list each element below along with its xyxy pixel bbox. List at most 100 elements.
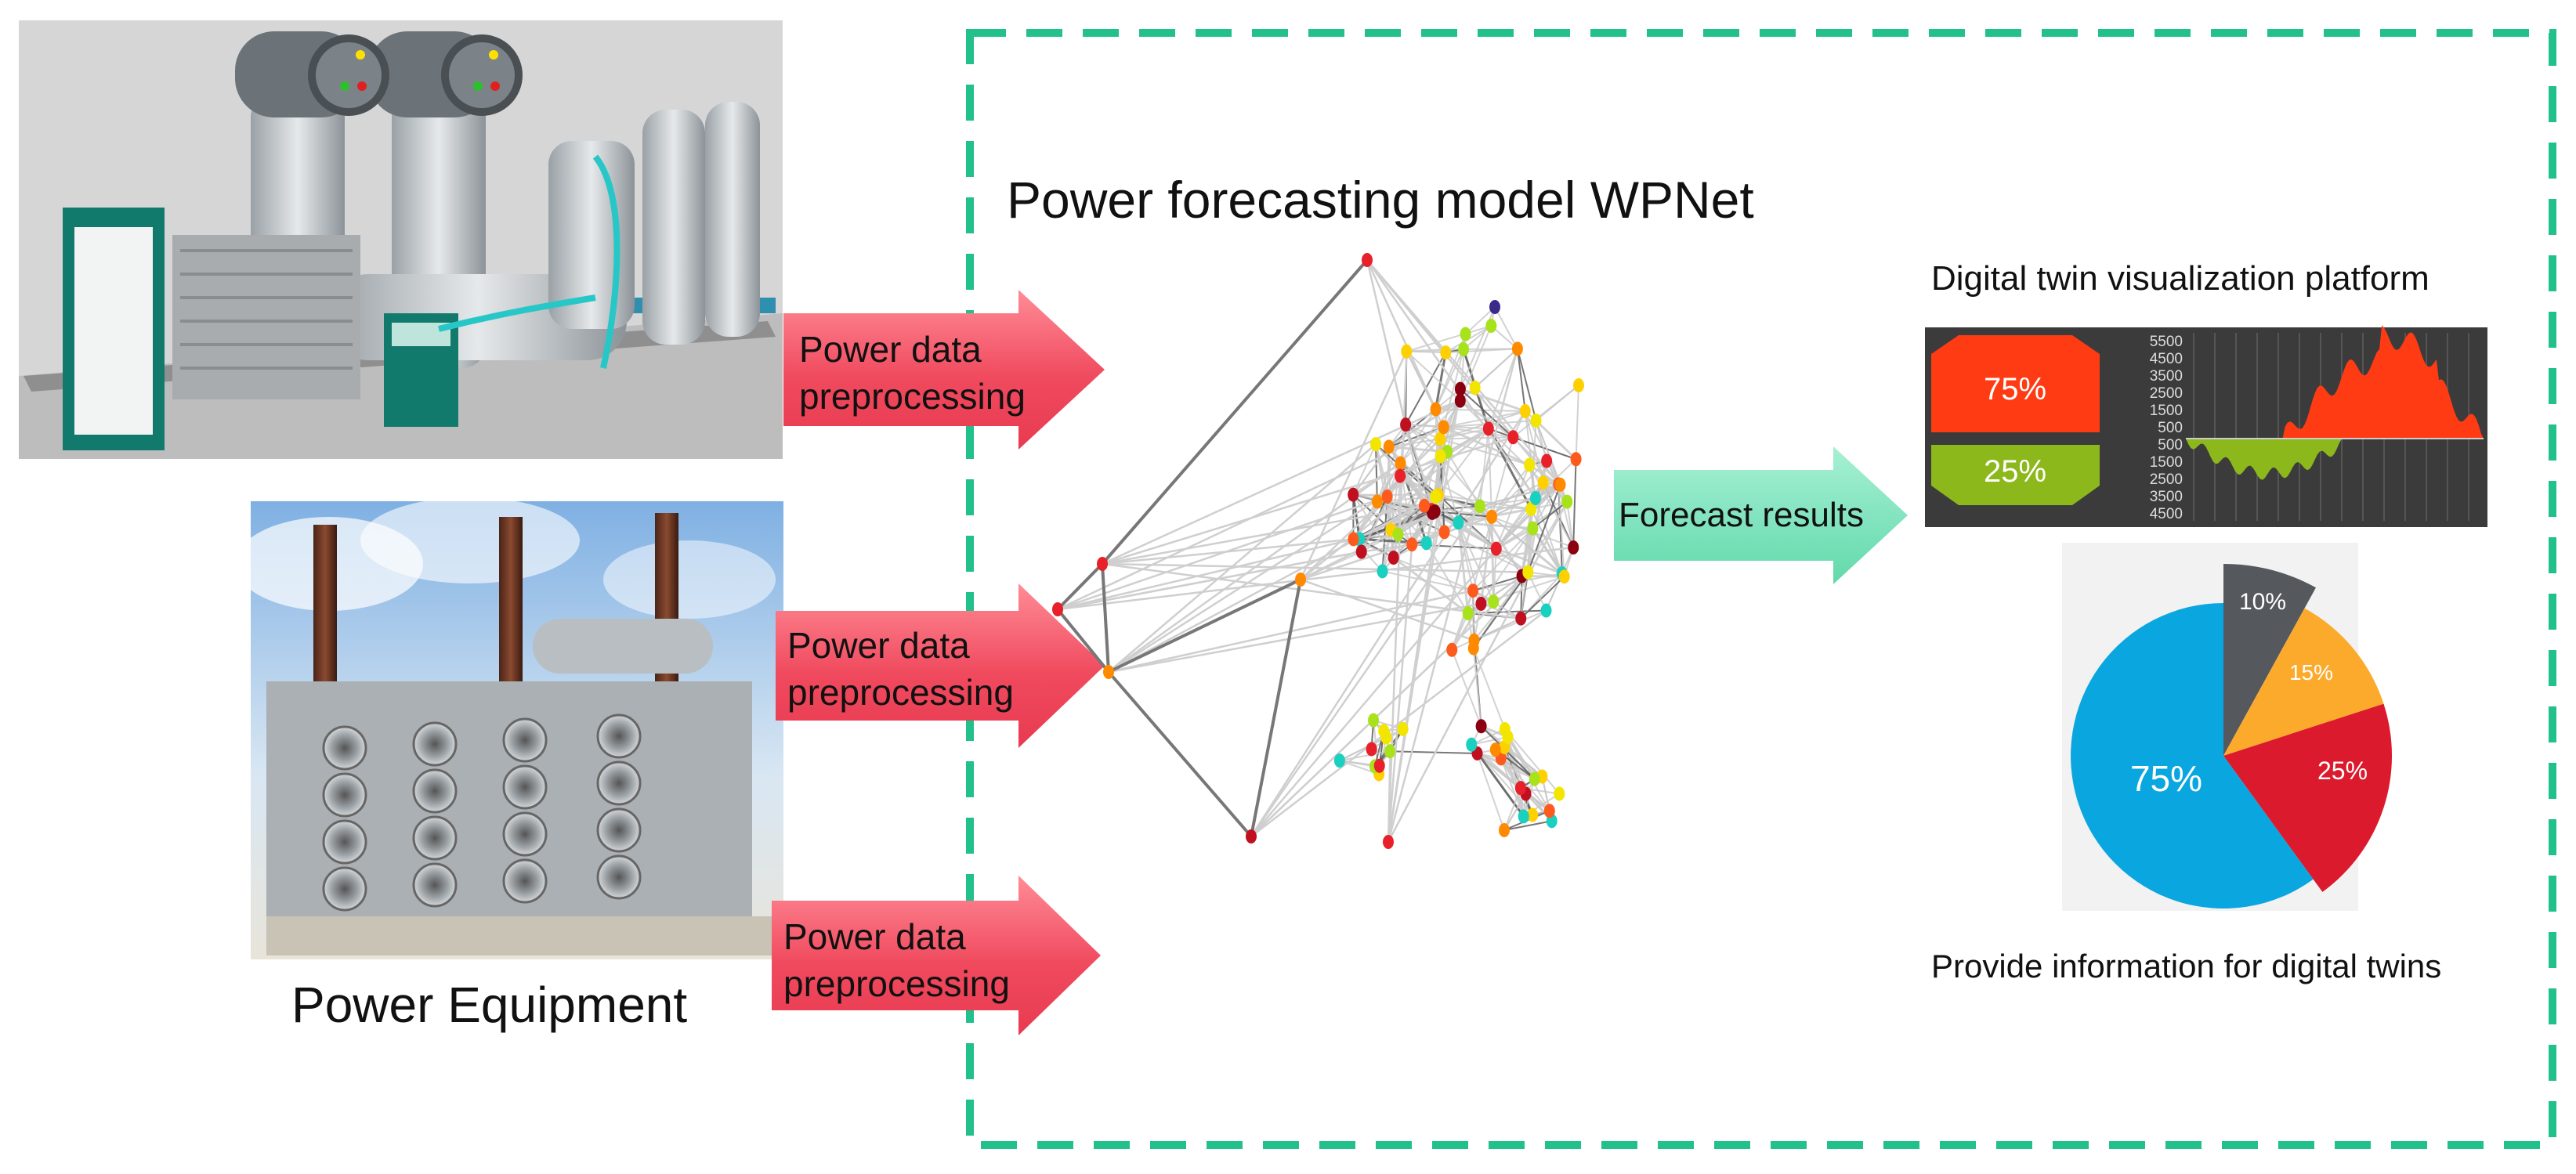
- pie-slice: [2071, 603, 2314, 908]
- pie-slice-label: 25%: [2317, 757, 2368, 785]
- network-node: [1530, 413, 1542, 428]
- wave-axis-tick: 500: [2158, 420, 2183, 436]
- network-node: [1440, 345, 1452, 360]
- wave-plot: 5500450035002500150050050015002500350045…: [2150, 325, 2484, 522]
- network-node: [1435, 449, 1446, 464]
- preprocess-arrow-2-line2: preprocessing: [787, 672, 1014, 713]
- wave-axis-tick: 3500: [2150, 368, 2183, 385]
- network-node: [1499, 823, 1510, 837]
- network-node: [1525, 501, 1537, 516]
- network-node: [1554, 786, 1565, 801]
- network-node: [1524, 457, 1536, 472]
- network-node: [1537, 475, 1549, 490]
- model-region-border: [966, 29, 2556, 1149]
- network-node: [1401, 344, 1413, 359]
- pie-slice: [2223, 564, 2316, 756]
- network-node: [1362, 253, 1373, 267]
- pie-slice-label: 75%: [2130, 758, 2202, 799]
- preprocess-arrow-3: Power data preprocessing: [772, 876, 1101, 1035]
- preprocess-arrow-3-line2: preprocessing: [783, 963, 1010, 1004]
- wpnet-network-graph: [1052, 253, 1584, 849]
- network-node: [1380, 730, 1392, 745]
- network-node: [1103, 665, 1114, 679]
- network-node: [1561, 494, 1573, 509]
- network-node: [1474, 499, 1485, 514]
- network-node: [1366, 742, 1377, 757]
- transformer-image: [235, 497, 783, 959]
- dashboard-caption: Provide information for digital twins: [1931, 948, 2441, 984]
- network-node: [1438, 420, 1449, 435]
- network-node: [1384, 744, 1396, 759]
- preprocess-arrow-1-line1: Power data: [799, 329, 982, 370]
- network-node: [1435, 432, 1446, 446]
- network-node: [1541, 453, 1553, 468]
- network-node: [1383, 439, 1395, 454]
- network-node: [1397, 721, 1409, 736]
- network-node: [1392, 527, 1404, 542]
- network-node: [1373, 758, 1385, 773]
- network-node: [1446, 642, 1458, 657]
- network-node: [1519, 403, 1531, 418]
- gis-equipment-image: [19, 20, 783, 459]
- network-node: [1377, 564, 1388, 579]
- wave-negative-area: [2186, 439, 2484, 480]
- network-node: [1333, 753, 1345, 768]
- network-node: [1458, 341, 1470, 356]
- pie-chart: 10%15%25%75%: [2071, 564, 2393, 908]
- model-title: Power forecasting model WPNet: [1007, 171, 1754, 229]
- pie-slice: [2223, 703, 2393, 892]
- network-node: [1475, 719, 1487, 734]
- network-node: [1570, 452, 1582, 467]
- network-node: [1052, 602, 1063, 616]
- network-node: [1454, 381, 1466, 396]
- preprocess-arrow-2-line1: Power data: [787, 625, 970, 666]
- dashboard-title: Digital twin visualization platform: [1931, 259, 2429, 298]
- network-node: [1486, 509, 1498, 524]
- network-node: [1368, 713, 1380, 728]
- network-node: [1418, 498, 1430, 513]
- wave-axis-tick: 4500: [2150, 506, 2183, 522]
- network-node: [1507, 430, 1519, 445]
- network-node: [1529, 771, 1540, 786]
- network-node: [1371, 494, 1383, 509]
- network-nodes: [1052, 253, 1584, 849]
- network-node: [1489, 300, 1500, 314]
- network-node: [1454, 393, 1466, 408]
- network-node: [1527, 521, 1539, 536]
- network-node: [1518, 809, 1529, 824]
- wave-axis-tick: 2500: [2150, 471, 2183, 488]
- network-node: [1420, 536, 1432, 551]
- network-node: [1348, 532, 1359, 547]
- wave-axis-tick: 2500: [2150, 385, 2183, 402]
- left-caption: Power Equipment: [291, 977, 687, 1033]
- network-node: [1395, 456, 1406, 471]
- network-node: [1466, 737, 1478, 752]
- network-node: [1097, 557, 1108, 571]
- network-node: [1514, 781, 1526, 796]
- network-node: [1485, 319, 1497, 334]
- gauge-top: 75%: [1931, 335, 2100, 432]
- cooling-fans: [322, 713, 642, 912]
- wave-positive-area: [2186, 325, 2484, 439]
- gauge-bottom-value: 25%: [1984, 454, 2046, 489]
- network-node: [1490, 541, 1502, 556]
- network-node: [1540, 603, 1552, 618]
- network-node: [1438, 525, 1450, 540]
- network-node: [1246, 829, 1257, 843]
- network-node: [1381, 489, 1393, 504]
- network-node: [1568, 540, 1579, 554]
- network-node: [1467, 641, 1479, 656]
- network-node: [1429, 504, 1441, 519]
- network-node: [1460, 327, 1471, 341]
- wave-axis-tick: 4500: [2150, 351, 2183, 367]
- network-node: [1430, 402, 1442, 417]
- network-node: [1527, 807, 1539, 822]
- network-node: [1489, 742, 1501, 757]
- network-node: [1369, 437, 1381, 452]
- network-node: [1462, 606, 1474, 621]
- preprocess-arrow-3-line1: Power data: [783, 916, 966, 957]
- network-node: [1383, 835, 1394, 849]
- network-node: [1558, 569, 1570, 584]
- network-node: [1453, 515, 1464, 530]
- network-node: [1475, 596, 1487, 611]
